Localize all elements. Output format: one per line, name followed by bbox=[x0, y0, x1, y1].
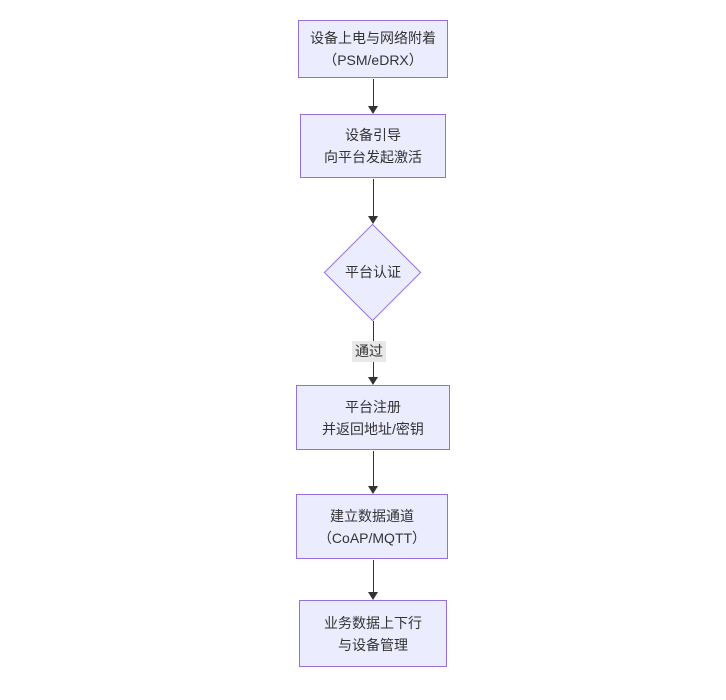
edge-line bbox=[373, 79, 374, 106]
edge-line bbox=[373, 451, 374, 486]
arrowhead-down-icon bbox=[368, 592, 378, 600]
node-label-line: 平台认证 bbox=[345, 264, 401, 280]
flow-node-data-channel: 建立数据通道 （CoAP/MQTT） bbox=[296, 494, 448, 559]
node-label-line: 业务数据上下行 bbox=[324, 614, 422, 631]
flow-node-bootstrap: 设备引导 向平台发起激活 bbox=[300, 114, 446, 178]
node-label-line: 与设备管理 bbox=[338, 636, 408, 653]
arrowhead-down-icon bbox=[368, 486, 378, 494]
edge-label-pass: 通过 bbox=[352, 341, 386, 362]
node-label-line: 平台注册 bbox=[345, 398, 401, 415]
flow-node-business: 业务数据上下行 与设备管理 bbox=[299, 600, 447, 667]
edge-line bbox=[373, 560, 374, 592]
node-label-line: （PSM/eDRX） bbox=[323, 52, 423, 68]
node-label-line: 向平台发起激活 bbox=[324, 149, 422, 165]
flow-node-register: 平台注册 并返回地址/密钥 bbox=[296, 385, 450, 450]
node-label-line: （CoAP/MQTT） bbox=[317, 529, 427, 546]
node-label-line: 设备上电与网络附着 bbox=[310, 30, 436, 46]
arrowhead-down-icon bbox=[368, 216, 378, 224]
edge-line bbox=[373, 179, 374, 216]
arrowhead-down-icon bbox=[368, 377, 378, 385]
node-label-line: 建立数据通道 bbox=[330, 507, 414, 524]
node-label-line: 设备引导 bbox=[345, 127, 401, 143]
flow-node-power-attach: 设备上电与网络附着 （PSM/eDRX） bbox=[298, 20, 448, 78]
arrowhead-down-icon bbox=[368, 106, 378, 114]
node-label-line: 并返回地址/密钥 bbox=[322, 420, 424, 437]
